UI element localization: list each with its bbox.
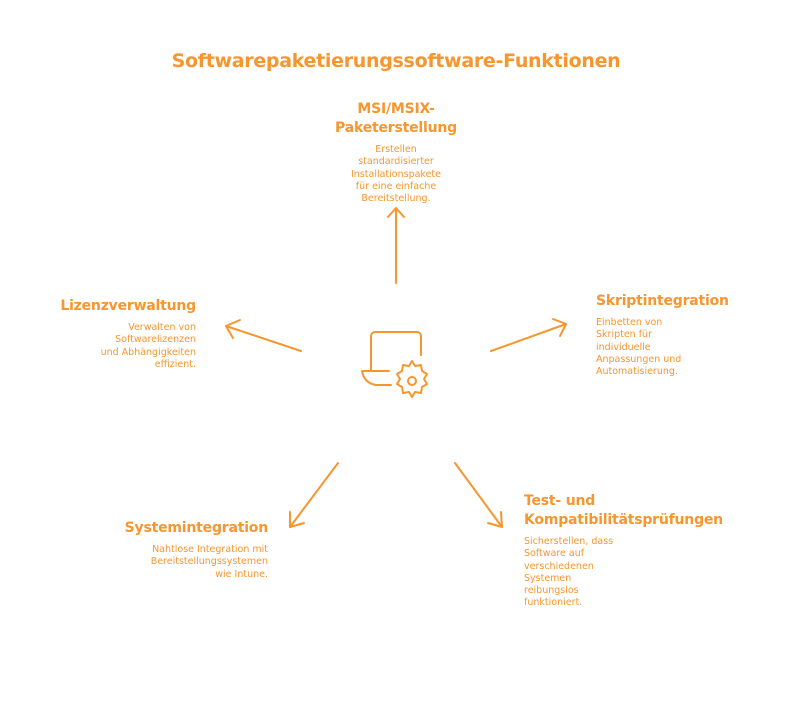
diagram-title: Softwarepaketierungssoftware-Funktionen — [171, 50, 621, 72]
feature-desc: standardisierter — [358, 156, 434, 168]
feature-desc: reibungslos — [524, 585, 579, 597]
feature-title: Systemintegration — [124, 520, 269, 536]
feature-desc: wie Intune. — [215, 568, 268, 580]
arrow-bottom-right — [454, 462, 503, 528]
feature-desc: Anpassungen und — [596, 353, 682, 365]
feature-desc: für eine einfache — [355, 180, 437, 192]
feature-desc: effizient. — [154, 358, 196, 370]
feature-desc: Einbetten von — [596, 317, 663, 328]
arrow-right — [490, 318, 567, 352]
arrow-top — [387, 207, 405, 284]
feature-desc: Systemen — [524, 572, 572, 584]
feature-systemintegration: Systemintegration Nahtlose Integration m… — [68, 519, 269, 581]
feature-title: Kompatibilitätsprüfungen — [524, 512, 723, 528]
feature-desc: Installationspakete — [351, 168, 441, 180]
arrow-left — [225, 319, 302, 352]
feature-desc: Erstellen — [375, 144, 417, 155]
feature-desc: verschiedenen — [524, 560, 594, 572]
feature-desc: Softwarelizenzen — [115, 334, 196, 346]
feature-desc: Skripten für — [596, 329, 652, 341]
feature-title: Lizenzverwaltung — [60, 298, 196, 314]
feature-desc: Sicherstellen, dass — [524, 536, 614, 547]
feature-desc: Bereitstellung. — [361, 193, 431, 205]
feature-title: MSI/MSIX- — [357, 101, 435, 117]
feature-desc: Automatisierung. — [596, 366, 678, 378]
feature-desc: Verwalten von — [128, 322, 196, 333]
feature-desc: Bereitstellungssystemen — [150, 556, 268, 568]
feature-desc: Software auf — [524, 548, 585, 560]
feature-desc: und Abhängigkeiten — [100, 346, 196, 358]
feature-desc: funktioniert. — [524, 597, 583, 609]
feature-title: Test- und — [524, 493, 596, 509]
feature-title: Paketerstellung — [335, 120, 457, 136]
feature-desc: individuelle — [596, 341, 651, 353]
arrow-bottom-left — [289, 462, 339, 528]
feature-desc: Nahtlose Integration mit — [152, 544, 268, 555]
laptop-gear-icon — [361, 331, 428, 398]
feature-title: Skriptintegration — [596, 293, 729, 309]
